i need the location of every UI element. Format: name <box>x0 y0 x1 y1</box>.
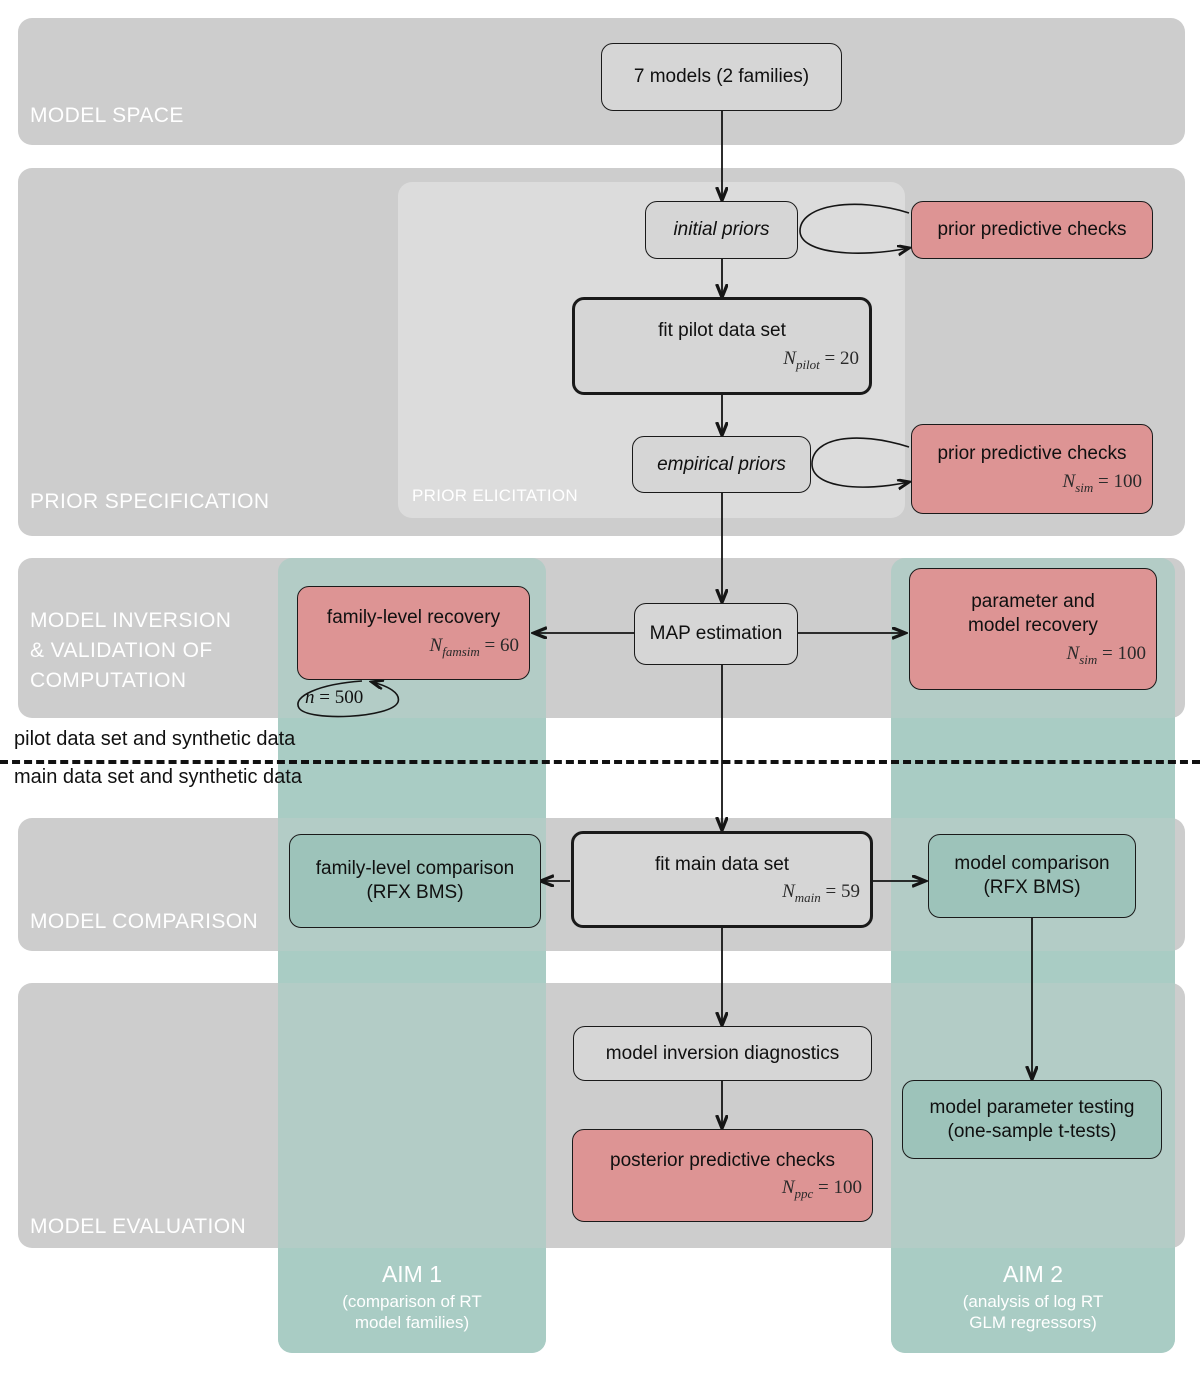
node-ppc-empirical-label: prior predictive checks <box>937 443 1127 465</box>
divider-label-above: pilot data set and synthetic data <box>14 728 296 750</box>
divider-strip-right <box>1175 720 1200 798</box>
aim-1-title: AIM 1 <box>381 1261 443 1287</box>
band-label-model-evaluation: MODEL EVALUATION <box>30 1215 247 1238</box>
node-fit-main-label: fit main data set <box>654 853 790 875</box>
node-fit-pilot-label: fit pilot data set <box>658 320 786 342</box>
node-map-estimation[interactable]: MAP estimation <box>634 603 798 665</box>
node-fit-pilot-n: Npilot = 20 <box>783 347 859 372</box>
aim-2-label: AIM 2 (analysis of log RT GLM regressors… <box>891 1260 1175 1333</box>
node-model-inversion-diagnostics[interactable]: model inversion diagnostics <box>573 1026 872 1081</box>
pilot-main-divider-line <box>0 760 1200 764</box>
node-prior-predictive-checks-empirical[interactable]: prior predictive checks Nsim = 100 <box>911 424 1153 514</box>
loop-label-n-500: n = 500 <box>305 687 364 708</box>
node-param-recovery-line1: parameter and <box>971 591 1095 613</box>
node-family-level-comparison[interactable]: family-level comparison (RFX BMS) <box>289 834 541 928</box>
node-model-comparison-line1: model comparison <box>954 853 1110 875</box>
prior-elicitation-label: PRIOR ELICITATION <box>412 486 578 505</box>
divider-label-below: main data set and synthetic data <box>14 766 302 788</box>
aim-2-column-overlay <box>891 558 1175 1353</box>
node-initial-priors-label: initial priors <box>673 219 770 241</box>
aim-1-subtitle: (comparison of RT model families) <box>342 1291 482 1332</box>
node-param-testing-line1: model parameter testing <box>929 1096 1135 1118</box>
node-posterior-ppc-n: Nppc = 100 <box>781 1177 862 1202</box>
band-label-model-space: MODEL SPACE <box>30 104 184 127</box>
band-label-prior-specification: PRIOR SPECIFICATION <box>30 490 270 513</box>
node-fit-main-data-set[interactable]: fit main data set Nmain = 59 <box>571 831 873 928</box>
aim-1-label: AIM 1 (comparison of RT model families) <box>278 1260 546 1333</box>
node-ppc-initial-label: prior predictive checks <box>937 219 1127 241</box>
node-fit-main-n: Nmain = 59 <box>782 881 860 906</box>
aim-2-title: AIM 2 <box>1002 1261 1064 1287</box>
node-model-comparison-line2: (RFX BMS) <box>983 877 1081 898</box>
node-posterior-ppc-label: posterior predictive checks <box>610 1149 835 1171</box>
node-parameter-model-recovery[interactable]: parameter and model recovery Nsim = 100 <box>909 568 1157 690</box>
node-family-level-recovery[interactable]: family-level recovery Nfamsim = 60 <box>297 586 530 680</box>
node-model-comparison[interactable]: model comparison (RFX BMS) <box>928 834 1136 918</box>
node-posterior-predictive-checks[interactable]: posterior predictive checks Nppc = 100 <box>572 1129 873 1222</box>
aim-2-subtitle: (analysis of log RT GLM regressors) <box>962 1291 1104 1332</box>
node-param-recovery-n: Nsim = 100 <box>1066 642 1146 667</box>
node-family-recovery-label: family-level recovery <box>326 607 501 629</box>
band-label-model-comparison: MODEL COMPARISON <box>30 910 259 933</box>
node-prior-predictive-checks-initial[interactable]: prior predictive checks <box>911 201 1153 259</box>
node-param-testing-line2: (one-sample t-tests) <box>947 1120 1117 1142</box>
node-diagnostics-label: model inversion diagnostics <box>605 1042 840 1064</box>
node-family-recovery-n: Nfamsim = 60 <box>429 634 519 659</box>
band-label-model-inversion: MODEL INVERSION & VALIDATION OF COMPUTAT… <box>30 609 232 692</box>
divider-strip <box>0 720 278 798</box>
node-models-label: 7 models (2 families) <box>633 66 810 88</box>
node-param-recovery-line2: model recovery <box>968 614 1098 636</box>
node-initial-priors[interactable]: initial priors <box>645 201 798 259</box>
node-fit-pilot-data-set[interactable]: fit pilot data set Npilot = 20 <box>572 297 872 395</box>
node-model-parameter-testing[interactable]: model parameter testing (one-sample t-te… <box>902 1080 1162 1159</box>
node-ppc-empirical-n: Nsim = 100 <box>1062 470 1142 495</box>
node-family-comparison-line2: (RFX BMS) <box>366 882 464 903</box>
divider-strip-middle <box>546 720 891 798</box>
node-family-comparison-line1: family-level comparison <box>315 858 515 880</box>
node-empirical-priors[interactable]: empirical priors <box>632 436 811 493</box>
node-empirical-priors-label: empirical priors <box>657 453 786 475</box>
node-models[interactable]: 7 models (2 families) <box>601 43 842 111</box>
node-map-estimation-label: MAP estimation <box>649 623 783 645</box>
